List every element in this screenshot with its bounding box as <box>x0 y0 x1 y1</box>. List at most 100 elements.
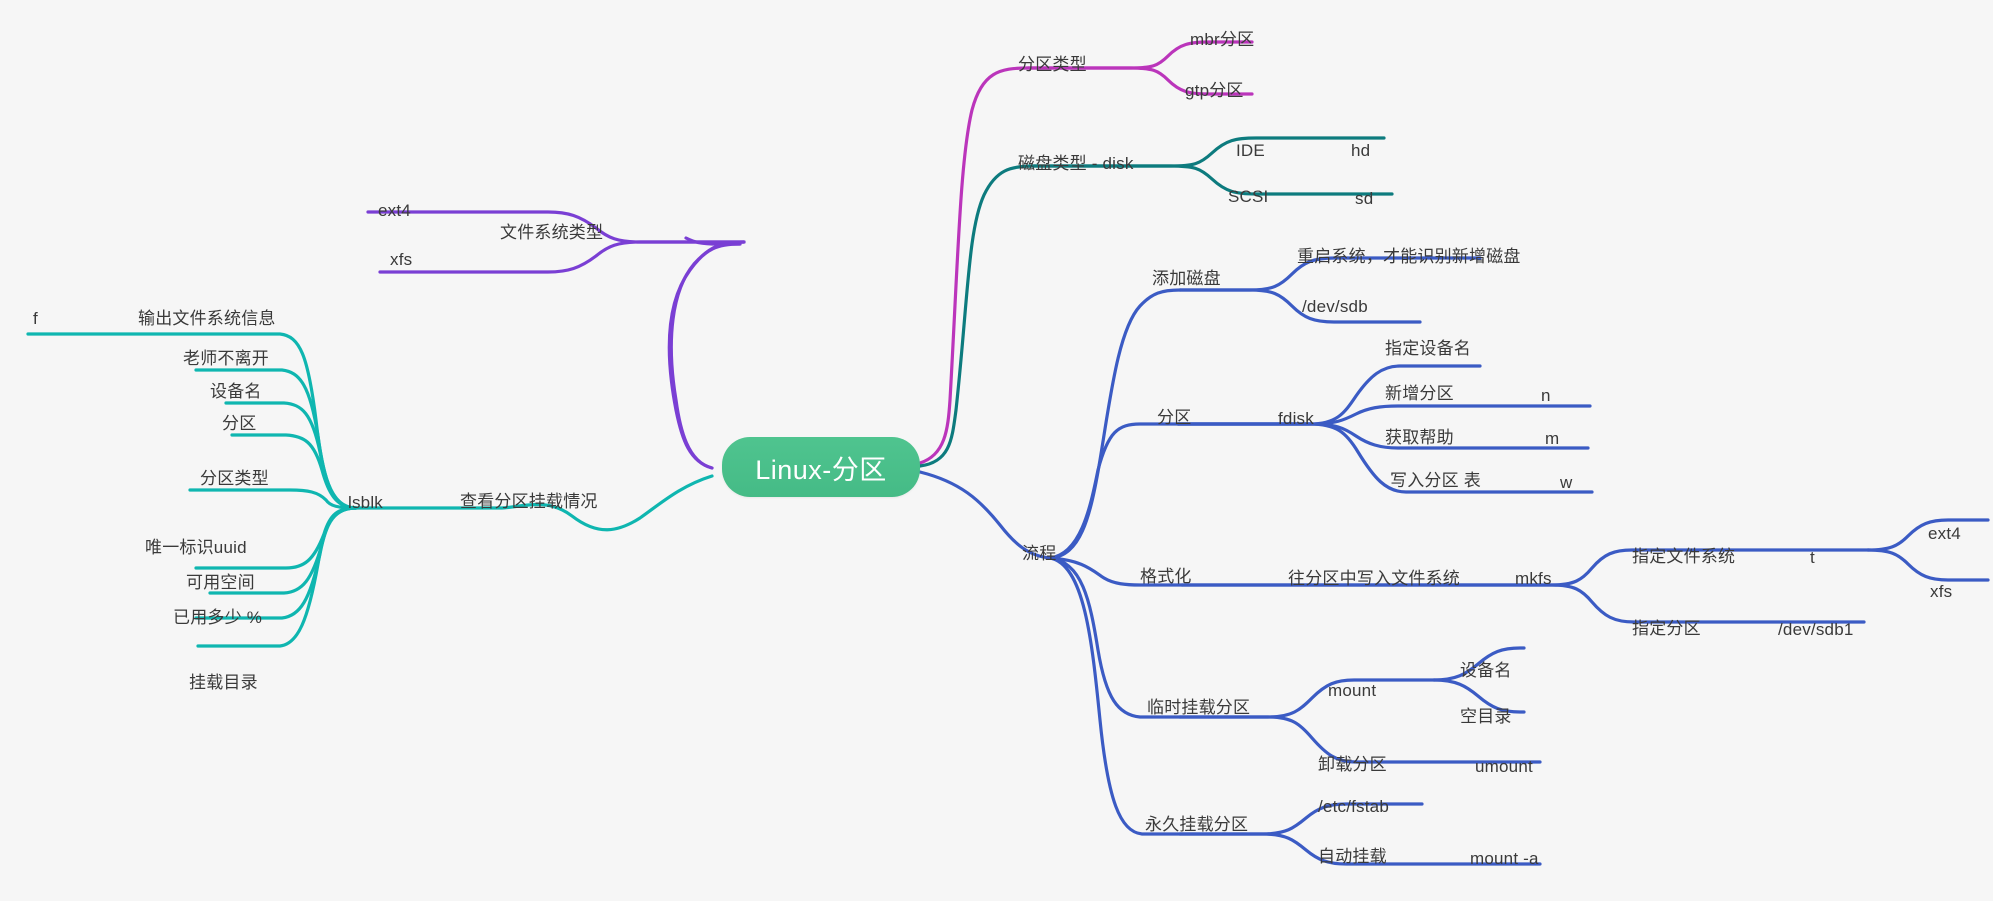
node-xfs-left[interactable]: xfs <box>390 251 412 268</box>
node-write-partition-table-key[interactable]: w <box>1560 474 1572 491</box>
node-label: w <box>1560 473 1573 492</box>
node-label: 唯一标识uuid <box>145 538 247 557</box>
node-label: sd <box>1355 189 1374 208</box>
node-label: lsblk <box>348 493 384 512</box>
node-label: SCSI <box>1228 187 1269 206</box>
node-permanent-mount[interactable]: 永久挂载分区 <box>1145 816 1248 833</box>
node-get-help-key[interactable]: m <box>1545 430 1559 447</box>
node-partition[interactable]: 分区 <box>1157 409 1191 426</box>
node-mount-device-name[interactable]: 设备名 <box>1460 662 1512 679</box>
node-label: 指定分区 <box>1632 619 1701 638</box>
node-format-desc[interactable]: 往分区中写入文件系统 <box>1288 570 1460 587</box>
node-label: t <box>1810 548 1815 567</box>
node-free-space[interactable]: 可用空间 <box>186 574 255 591</box>
node-label: 获取帮助 <box>1385 428 1454 447</box>
node-label: 查看分区挂载情况 <box>460 492 598 511</box>
node-label: 格式化 <box>1140 567 1192 586</box>
node-device-name[interactable]: 设备名 <box>210 383 262 400</box>
node-scsi[interactable]: SCSI <box>1228 188 1268 205</box>
node-label: mkfs <box>1515 569 1552 588</box>
node-filesystem-type[interactable]: 文件系统类型 <box>500 224 603 241</box>
node-specify-device-name[interactable]: 指定设备名 <box>1385 340 1471 357</box>
node-ide-value[interactable]: hd <box>1351 142 1370 159</box>
node-label: umount <box>1475 757 1533 776</box>
node-write-partition-table[interactable]: 写入分区 表 <box>1390 472 1481 489</box>
node-label: xfs <box>1930 582 1953 601</box>
node-partition-type-left[interactable]: 分区类型 <box>200 470 269 487</box>
node-label: 永久挂载分区 <box>1145 815 1249 834</box>
node-teacher-note[interactable]: 老师不离开 <box>183 350 269 367</box>
node-process[interactable]: 流程 <box>1022 545 1056 562</box>
node-label: 指定文件系统 <box>1632 547 1736 566</box>
node-label: 新增分区 <box>1385 384 1454 403</box>
node-label: 自动挂载 <box>1318 847 1387 866</box>
node-format[interactable]: 格式化 <box>1140 568 1192 585</box>
node-reboot-note[interactable]: 重启系统，才能识别新增磁盘 <box>1297 248 1521 265</box>
node-label: /etc/fstab <box>1318 797 1389 816</box>
node-specify-filesystem[interactable]: 指定文件系统 <box>1632 548 1735 565</box>
node-lsblk[interactable]: lsblk <box>348 494 383 511</box>
node-add-disk[interactable]: 添加磁盘 <box>1152 270 1221 287</box>
node-mount[interactable]: mount <box>1328 682 1376 699</box>
node-label: 添加磁盘 <box>1152 269 1221 288</box>
node-label: 分区 <box>1157 408 1192 427</box>
node-label: 磁盘类型 - disk <box>1018 154 1134 173</box>
node-label: 卸载分区 <box>1318 755 1387 774</box>
node-label: 挂载目录 <box>189 673 258 692</box>
node-specify-partition-value[interactable]: /dev/sdb1 <box>1778 621 1854 638</box>
node-etc-fstab[interactable]: /etc/fstab <box>1318 798 1389 815</box>
node-label: 输出文件系统信息 <box>138 309 276 328</box>
node-dev-sdb[interactable]: /dev/sdb <box>1302 298 1368 315</box>
node-get-help[interactable]: 获取帮助 <box>1385 429 1454 446</box>
node-label: /dev/sdb1 <box>1778 620 1854 639</box>
node-label: mount -a <box>1470 849 1539 868</box>
node-temp-mount[interactable]: 临时挂载分区 <box>1147 699 1250 716</box>
node-label: /dev/sdb <box>1302 297 1368 316</box>
node-ext4-right[interactable]: ext4 <box>1928 525 1961 542</box>
node-umount[interactable]: umount <box>1475 758 1533 775</box>
node-new-partition[interactable]: 新增分区 <box>1385 385 1454 402</box>
node-view-mount-status[interactable]: 查看分区挂载情况 <box>460 493 598 510</box>
node-mount-directory[interactable]: 挂载目录 <box>189 674 258 691</box>
node-label: gtp分区 <box>1185 81 1244 100</box>
node-partition-left[interactable]: 分区 <box>222 415 256 432</box>
node-label: n <box>1541 386 1551 405</box>
node-new-partition-key[interactable]: n <box>1541 387 1551 404</box>
node-label: 分区类型 <box>1018 55 1087 74</box>
node-scsi-value[interactable]: sd <box>1355 190 1373 207</box>
node-partition-type[interactable]: 分区类型 <box>1018 56 1087 73</box>
node-fdisk[interactable]: fdisk <box>1278 410 1314 427</box>
node-uuid[interactable]: 唯一标识uuid <box>145 539 247 556</box>
node-specify-filesystem-key[interactable]: t <box>1810 549 1815 566</box>
node-label: hd <box>1351 141 1371 160</box>
node-mbr-partition[interactable]: mbr分区 <box>1190 31 1254 48</box>
root-node[interactable]: Linux-分区 <box>722 437 920 497</box>
node-ext4-left[interactable]: ext4 <box>378 202 411 219</box>
node-label: 设备名 <box>1460 661 1512 680</box>
node-mount-a[interactable]: mount -a <box>1470 850 1539 867</box>
node-label: xfs <box>390 250 413 269</box>
root-node-label: Linux-分区 <box>755 454 887 485</box>
node-label: 临时挂载分区 <box>1147 698 1251 717</box>
node-label: mount <box>1328 681 1377 700</box>
node-gtp-partition[interactable]: gtp分区 <box>1185 82 1244 99</box>
node-fs-info-key[interactable]: f <box>33 310 38 327</box>
node-label: 重启系统，才能识别新增磁盘 <box>1297 247 1521 266</box>
node-mount-empty-dir[interactable]: 空目录 <box>1460 708 1512 725</box>
node-label: m <box>1545 429 1560 448</box>
node-label: 分区 <box>222 414 257 433</box>
node-xfs-right[interactable]: xfs <box>1930 583 1952 600</box>
node-ide[interactable]: IDE <box>1236 142 1265 159</box>
node-auto-mount[interactable]: 自动挂载 <box>1318 848 1387 865</box>
node-specify-partition[interactable]: 指定分区 <box>1632 620 1701 637</box>
node-disk-type[interactable]: 磁盘类型 - disk <box>1018 155 1134 172</box>
node-label: 设备名 <box>210 382 262 401</box>
node-mkfs[interactable]: mkfs <box>1515 570 1552 587</box>
node-unmount-partition[interactable]: 卸载分区 <box>1318 756 1387 773</box>
node-used-percent[interactable]: 已用多少 % <box>173 609 262 626</box>
node-label: 分区类型 <box>200 469 269 488</box>
node-output-fs-info[interactable]: 输出文件系统信息 <box>138 310 276 327</box>
node-label: IDE <box>1236 141 1265 160</box>
